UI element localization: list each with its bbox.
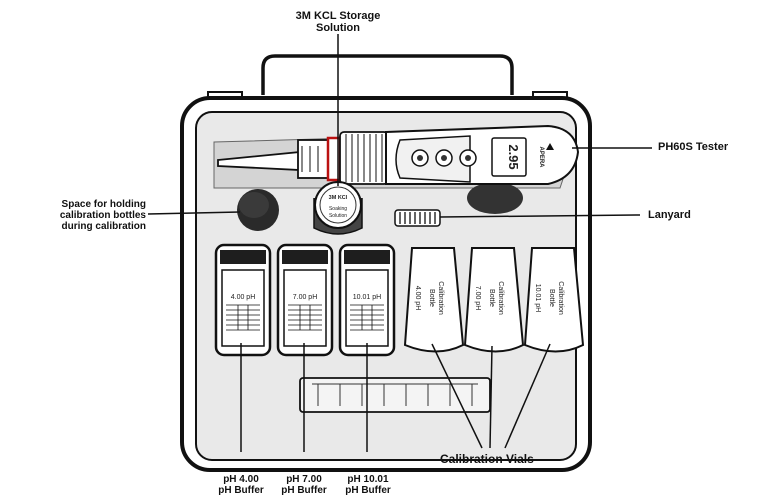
kcl-cap-line1: 3M KCl	[329, 195, 348, 201]
buffer-1-callout: pH 4.00 pH Buffer	[211, 474, 271, 496]
vials-callout: Calibration Vials	[440, 452, 534, 466]
buffer-2-callout: pH 7.00 pH Buffer	[274, 474, 334, 496]
kcl-storage-bottle: 3M KCl Soaking Solution	[313, 181, 363, 235]
space-callout-line1: Space for holding	[61, 199, 146, 210]
kcl-cap-line3: Solution	[329, 213, 347, 219]
buffer-bottle-1-label: 4.00 pH	[231, 294, 256, 301]
buffer-bottle-2-label: 7.00 pH	[293, 294, 318, 301]
tester-grip-shadow	[467, 182, 523, 214]
calibration-vial-2: Calibration Bottle 7.00 pH	[463, 247, 525, 353]
calibration-vial-3: Calibration Bottle 10.01 pH	[523, 247, 585, 353]
vial-2-line3: 7.00 pH	[474, 286, 481, 311]
buffer-3-callout: pH 10.01 pH Buffer	[337, 474, 399, 496]
vial-3-line1: Calibration	[557, 281, 564, 315]
buffer-bottle-2: 7.00 pH	[276, 243, 334, 357]
buffer-2-callout-line1: pH 7.00	[286, 474, 322, 485]
tester-callout-text: PH60S Tester	[658, 141, 729, 153]
lanyard-callout-text: Lanyard	[648, 209, 691, 221]
vials-callout-text: Calibration Vials	[440, 452, 534, 466]
buffer-2-callout-line2: pH Buffer	[281, 485, 327, 496]
space-callout: Space for holding calibration bottles du…	[22, 199, 146, 232]
vial-2-line1: Calibration	[497, 281, 504, 315]
tester-lcd	[491, 137, 527, 177]
tester-brand: APERA	[538, 146, 544, 168]
space-leader	[147, 211, 241, 215]
vial-2-line2: Bottle	[488, 289, 495, 307]
lanyard	[394, 209, 441, 227]
kcl-callout-line2: Solution	[316, 22, 360, 35]
vials-leader-2	[489, 345, 493, 449]
vial-1-line3: 4.00 pH	[414, 286, 421, 311]
case-handle	[261, 54, 514, 95]
buffer-1-callout-line2: pH Buffer	[218, 485, 264, 496]
vials-leader-1	[431, 343, 483, 449]
space-callout-line3: during calibration	[61, 221, 146, 232]
lower-tray-slot	[299, 377, 491, 413]
buffer-bottle-1: 4.00 pH	[214, 243, 272, 357]
buffer-3-callout-line1: pH 10.01	[347, 474, 389, 485]
vial-3-line3: 10.01 pH	[534, 284, 541, 312]
vial-1-line2: Bottle	[428, 289, 435, 307]
vials-leader-3	[504, 343, 551, 449]
buffer-1-callout-line1: pH 4.00	[223, 474, 259, 485]
kcl-cap-line2: Soaking	[329, 206, 347, 212]
ph60s-tester: 2.95 APERA	[217, 124, 580, 185]
lanyard-leader	[439, 214, 641, 218]
vial-3-line2: Bottle	[548, 289, 555, 307]
kcl-callout: 3M KCL Storage Solution	[290, 10, 386, 34]
buffer-3-callout-line2: pH Buffer	[345, 485, 391, 496]
tester-callout: PH60S Tester	[658, 141, 728, 153]
buffer-bottle-3: 10.01 pH	[338, 243, 396, 357]
buffer-bottle-3-label: 10.01 pH	[353, 294, 381, 301]
vial-1-line1: Calibration	[437, 281, 444, 315]
tester-reading: 2.95	[506, 144, 521, 169]
kcl-callout-line1: 3M KCL Storage	[295, 10, 381, 22]
calibration-vial-1: Calibration Bottle 4.00 pH	[403, 247, 465, 353]
lanyard-callout: Lanyard	[648, 209, 691, 221]
space-callout-line2: calibration bottles	[59, 210, 146, 221]
